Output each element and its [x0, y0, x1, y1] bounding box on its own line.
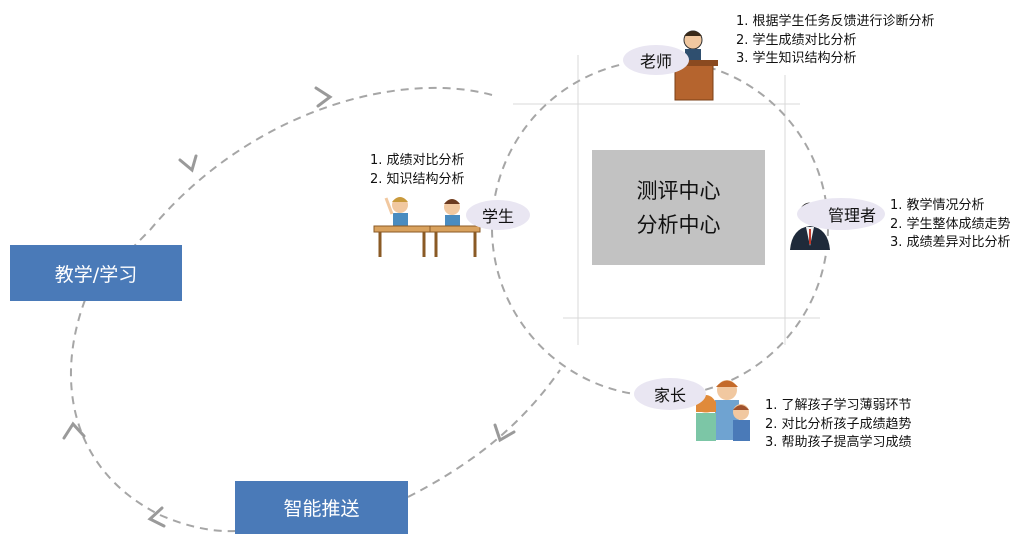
center-line-assessment: 测评中心	[636, 178, 721, 203]
list-item: 1. 了解孩子学习薄弱环节	[765, 398, 912, 413]
background-grid-lines	[513, 55, 820, 345]
role-bubble-student: 学生	[466, 200, 530, 230]
teaching-learning-box: 教学/学习	[10, 245, 182, 301]
assessment-analysis-center: 测评中心 分析中心	[592, 150, 765, 265]
role-bubble-parent: 家长	[634, 378, 706, 410]
arrowhead-left	[62, 421, 86, 440]
outer-loop-lower-arc	[407, 369, 561, 498]
smart-push-box: 智能推送	[235, 481, 408, 534]
list-item: 1. 成绩对比分析	[370, 153, 465, 168]
list-item: 1. 根据学生任务反馈进行诊断分析	[736, 14, 935, 29]
parent-analysis-list: 1. 了解孩子学习薄弱环节 2. 对比分析孩子成绩趋势 3. 帮助孩子提高学习成…	[765, 397, 912, 453]
role-bubble-manager: 管理者	[797, 198, 885, 230]
outer-loop-left-arc	[69, 299, 237, 533]
list-item: 3. 学生知识结构分析	[736, 51, 857, 66]
list-item: 2. 学生成绩对比分析	[736, 32, 857, 48]
arrowhead-bottom	[147, 506, 166, 528]
students-figure	[373, 197, 481, 257]
teacher-analysis-list: 1. 根据学生任务反馈进行诊断分析 2. 学生成绩对比分析 3. 学生知识结构分…	[736, 13, 935, 69]
center-line-analysis: 分析中心	[636, 212, 721, 237]
list-item: 2. 知识结构分析	[370, 171, 465, 187]
arrowhead-upper-left	[178, 154, 198, 173]
arrowhead-top	[314, 86, 333, 108]
list-item: 2. 学生整体成绩走势	[890, 216, 1011, 232]
list-item: 3. 帮助孩子提高学习成绩	[765, 435, 912, 450]
list-item: 2. 对比分析孩子成绩趋势	[765, 416, 912, 432]
student-analysis-list: 1. 成绩对比分析 2. 知识结构分析	[370, 152, 465, 189]
list-item: 1. 教学情况分析	[890, 198, 985, 213]
manager-analysis-list: 1. 教学情况分析 2. 学生整体成绩走势 3. 成绩差异对比分析	[890, 197, 1011, 253]
list-item: 3. 成绩差异对比分析	[890, 235, 1011, 250]
role-bubble-teacher: 老师	[623, 45, 689, 75]
arrowhead-lower-right	[493, 423, 516, 443]
loop-arrowheads	[62, 86, 516, 528]
